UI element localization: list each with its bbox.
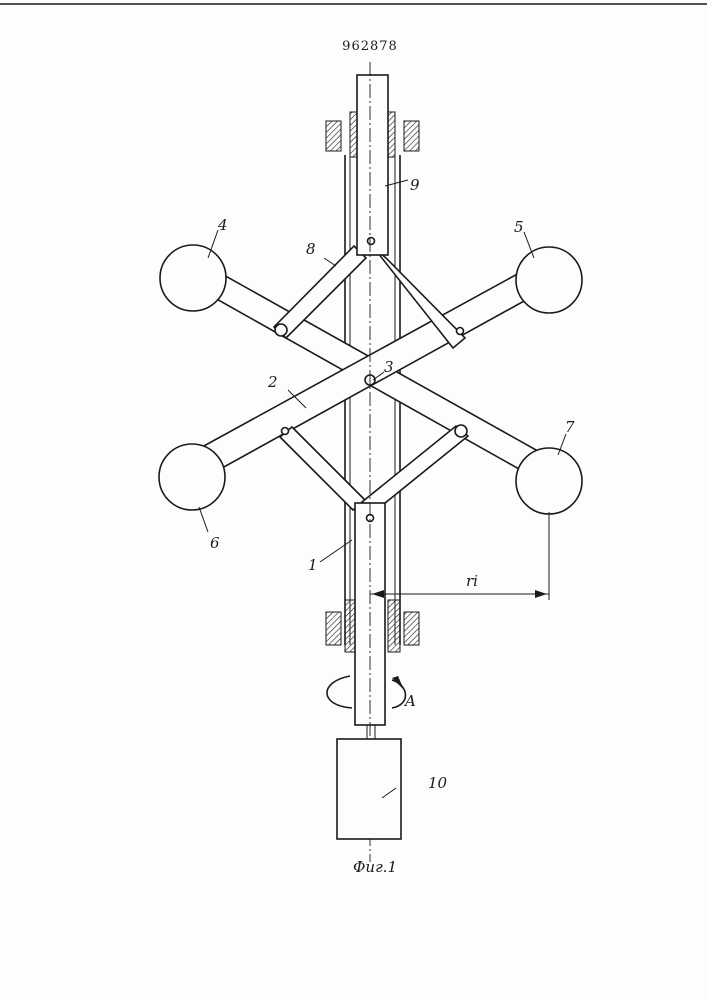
label-10: 10 bbox=[428, 774, 448, 792]
label-radius: ri bbox=[466, 572, 478, 590]
upper-slider-9 bbox=[357, 75, 388, 255]
label-9: 9 bbox=[410, 176, 420, 194]
label-4: 4 bbox=[217, 216, 228, 234]
label-5: 5 bbox=[514, 218, 524, 236]
label-1: 1 bbox=[308, 556, 318, 574]
link-lower-left bbox=[280, 427, 365, 510]
weight-5 bbox=[516, 247, 582, 313]
motor-10 bbox=[337, 739, 401, 839]
label-rotation: A bbox=[403, 692, 416, 710]
pivot-pins bbox=[275, 238, 467, 522]
link-8-upper-left bbox=[274, 246, 366, 338]
label-3: 3 bbox=[384, 358, 394, 376]
radius-dimension bbox=[370, 512, 549, 600]
weight-7 bbox=[516, 448, 582, 514]
lever-arms bbox=[202, 266, 545, 478]
figure-caption: Фиг.1 bbox=[353, 858, 397, 876]
label-8: 8 bbox=[306, 240, 316, 258]
label-7: 7 bbox=[565, 418, 575, 436]
weight-4 bbox=[160, 245, 226, 311]
label-6: 6 bbox=[210, 534, 220, 552]
coupling bbox=[367, 725, 375, 739]
label-2: 2 bbox=[267, 373, 278, 391]
patent-number: 962878 bbox=[342, 39, 398, 54]
link-lower-right bbox=[362, 426, 468, 512]
weight-6 bbox=[159, 444, 225, 510]
